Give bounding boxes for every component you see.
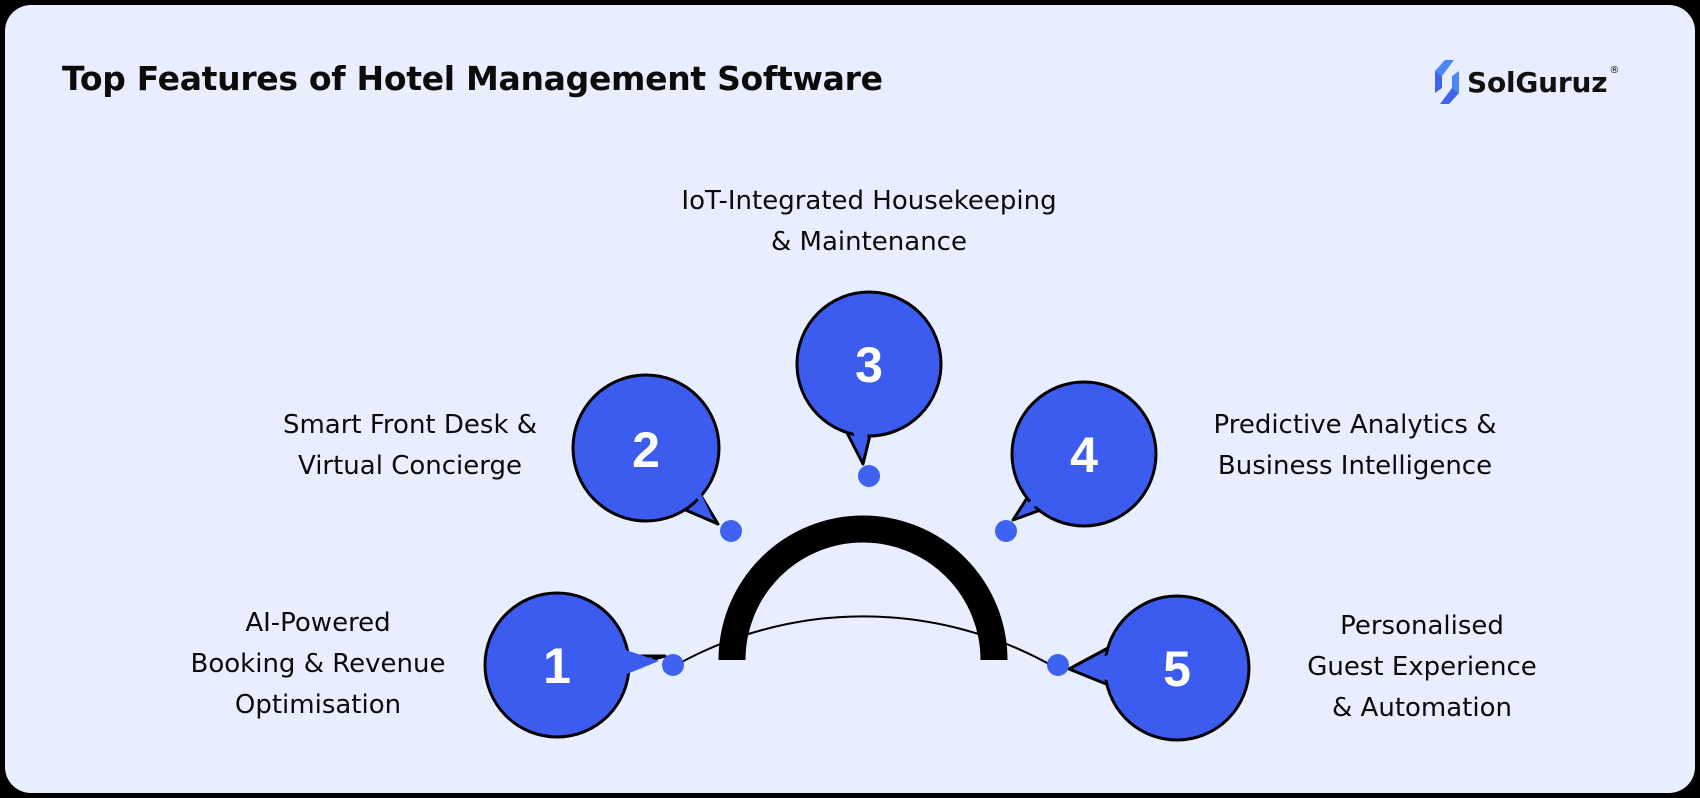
- feature-5-line-3: & Automation: [1332, 693, 1512, 723]
- solguruz-logo-icon: [1435, 60, 1459, 104]
- feature-5-line-1: Personalised: [1340, 611, 1504, 641]
- connector-dot-4: [995, 520, 1017, 542]
- feature-label-2: Smart Front Desk & Virtual Concierge: [230, 405, 590, 487]
- feature-bubble-4: 4: [995, 380, 1158, 542]
- feature-2-line-2: Virtual Concierge: [297, 451, 522, 481]
- connector-dot-5: [1047, 654, 1069, 676]
- connector-dot-2: [720, 520, 742, 542]
- feature-2-line-1: Smart Front Desk &: [282, 410, 538, 440]
- connector-dot-3: [858, 465, 880, 487]
- feature-3-line-2: & Maintenance: [771, 227, 967, 257]
- feature-3-line-1: IoT-Integrated Housekeeping: [681, 186, 1057, 216]
- feature-bubble-1: 1: [483, 591, 684, 739]
- feature-label-5: Personalised Guest Experience & Automati…: [1237, 606, 1607, 729]
- feature-number-4: 4: [1070, 427, 1098, 483]
- feature-bubble-2: 2: [571, 373, 742, 542]
- feature-4-line-1: Predictive Analytics &: [1213, 410, 1497, 440]
- feature-number-3: 3: [855, 337, 883, 393]
- inner-arc: [718, 515, 1008, 661]
- infographic-canvas: Top Features of Hotel Management Softwar…: [5, 5, 1695, 793]
- feature-1-line-1: AI-Powered: [245, 608, 391, 638]
- feature-label-4: Predictive Analytics & Business Intellig…: [1150, 405, 1560, 487]
- connector-dot-1: [662, 654, 684, 676]
- feature-bubble-3: 3: [795, 290, 943, 487]
- brand-name: SolGuruz: [1467, 65, 1608, 99]
- feature-label-3: IoT-Integrated Housekeeping & Maintenanc…: [619, 181, 1119, 263]
- registered-mark: ®: [1609, 64, 1620, 76]
- feature-1-line-3: Optimisation: [234, 690, 402, 720]
- feature-number-1: 1: [543, 638, 571, 694]
- feature-number-2: 2: [632, 422, 660, 478]
- feature-number-5: 5: [1163, 641, 1191, 697]
- feature-label-1: AI-Powered Booking & Revenue Optimisatio…: [118, 603, 518, 726]
- feature-5-line-2: Guest Experience: [1307, 652, 1537, 682]
- feature-1-line-2: Booking & Revenue: [190, 649, 446, 679]
- page-title: Top Features of Hotel Management Softwar…: [62, 59, 883, 98]
- brand-logo: SolGuruz ®: [1430, 57, 1619, 107]
- feature-4-line-2: Business Intelligence: [1217, 451, 1493, 481]
- feature-diagram: 1 2 3 4: [483, 290, 1251, 742]
- feature-bubble-5: 5: [1047, 594, 1251, 742]
